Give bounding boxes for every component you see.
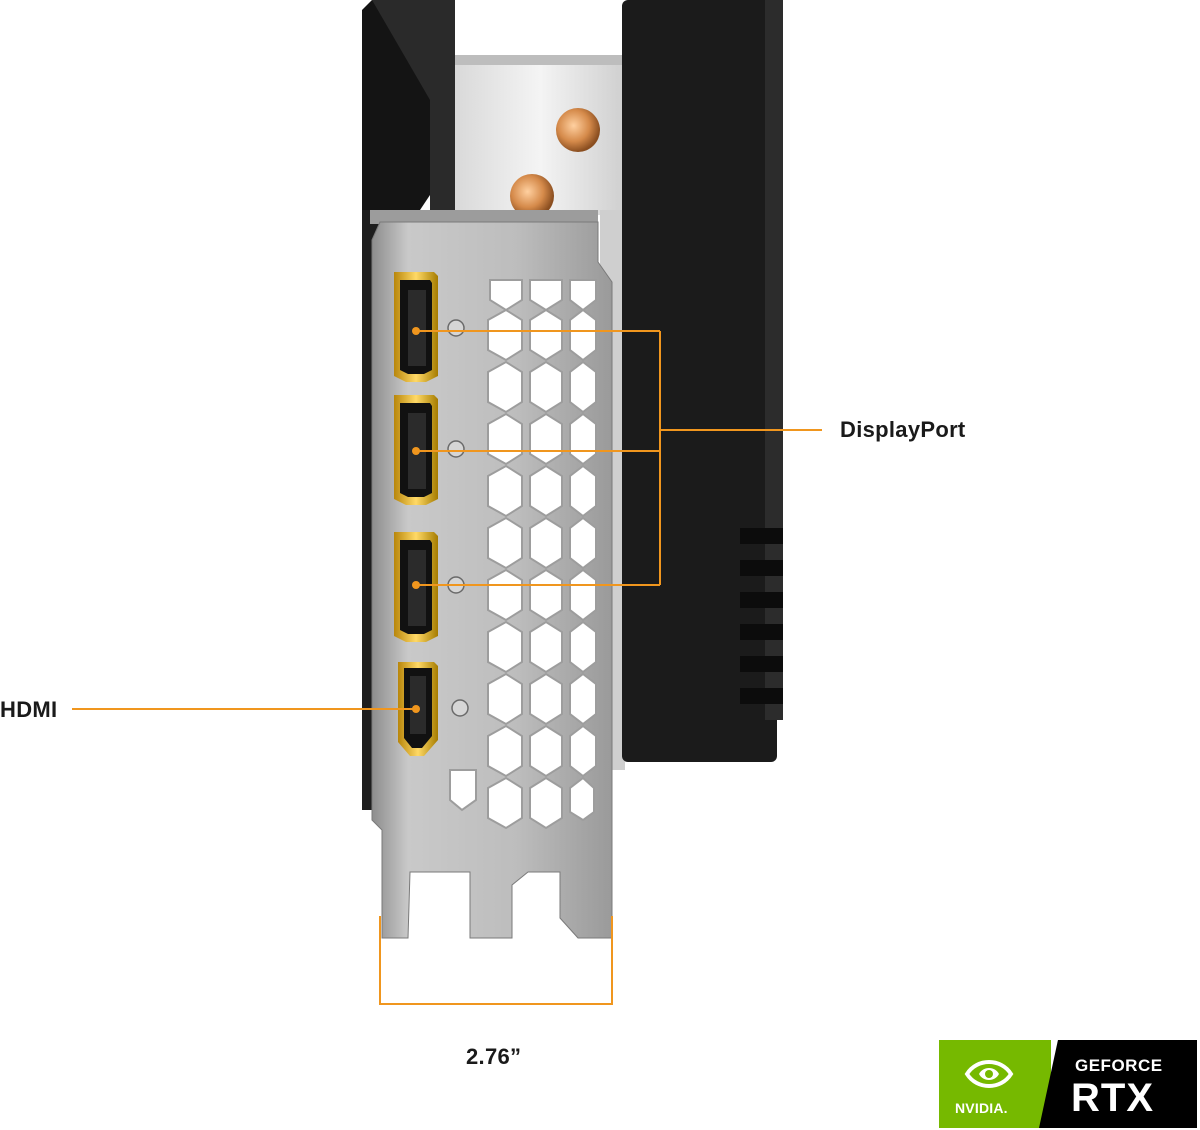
- callout-lines: [72, 330, 822, 710]
- nvidia-wordmark: NVIDIA.: [955, 1100, 1008, 1116]
- geforce-panel: [1039, 1040, 1197, 1128]
- bracket-top-tab: [370, 210, 598, 224]
- width-dimension: [379, 916, 613, 1005]
- heatsink-block: [622, 0, 783, 762]
- nvidia-panel: NVIDIA.: [939, 1040, 1051, 1128]
- rtx-wordmark: RTX: [1071, 1076, 1154, 1120]
- bracket-width-label: 2.76”: [466, 1044, 522, 1069]
- geforce-wordmark: GEFORCE: [1075, 1056, 1163, 1075]
- displayport-label: DisplayPort: [840, 417, 966, 442]
- nvidia-eye-icon: [964, 1060, 1014, 1088]
- hdmi-label: HDMI: [0, 697, 58, 722]
- callout-dots: [412, 327, 420, 713]
- geforce-rtx-badge: NVIDIA. GEFORCE RTX: [939, 1040, 1197, 1128]
